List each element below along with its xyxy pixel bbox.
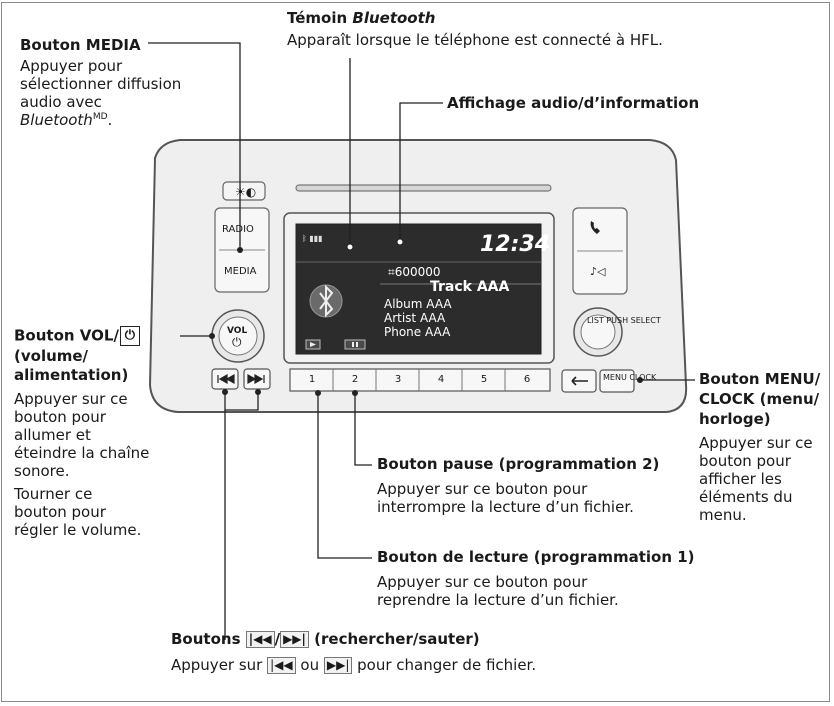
radio-button-label: RADIO <box>222 224 254 235</box>
screen-phone: Phone AAA <box>384 325 451 339</box>
media-period: . <box>107 111 113 129</box>
vol-title-text: Bouton VOL/ <box>14 326 119 345</box>
vol-desc-5: sonore. <box>14 462 70 480</box>
list-select-label: LIST PUSH SELECT <box>587 316 661 325</box>
preset-6: 6 <box>523 374 531 385</box>
seek-desc-forward-icon: ▶▶| <box>323 657 353 674</box>
pause-desc-1: Appuyer sur ce bouton pour <box>377 480 588 498</box>
preset-4: 4 <box>437 374 445 385</box>
brightness-icon: ☀◐ <box>235 185 257 199</box>
menu-clock-desc-1: Appuyer sur ce <box>699 434 813 452</box>
vol-desc-6: Tourner ce <box>14 485 93 503</box>
menu-clock-title-1: Bouton MENU/ <box>699 370 821 388</box>
seek-title-suffix: (rechercher/sauter) <box>314 630 480 648</box>
media-button-title: Bouton MEDIA <box>20 36 141 54</box>
vol-desc-8: régler le volume. <box>14 521 142 539</box>
menu-clock-desc-2: bouton pour <box>699 452 791 470</box>
seek-title-prefix: Boutons <box>171 630 241 648</box>
screen-artist: Artist AAA <box>384 311 446 325</box>
menu-clock-desc-5: menu. <box>699 506 747 524</box>
seek-desc-back-icon: |◀◀ <box>267 657 296 674</box>
screen-track-title: Track AAA <box>430 279 510 295</box>
media-button-label: MEDIA <box>224 266 257 277</box>
vol-desc-2: bouton pour <box>14 408 106 426</box>
seek-forward-icon: ▶▶| <box>280 631 309 648</box>
play-desc-2: reprendre la lecture d’un fichier. <box>377 591 619 609</box>
screen-track-number: ⌗600000 <box>388 265 441 279</box>
bluetooth-indicator-desc: Apparaît lorsque le téléphone est connec… <box>287 31 663 49</box>
preset-1: 1 <box>308 374 316 385</box>
media-button-desc-1: Appuyer pour <box>20 57 123 75</box>
cd-slot <box>295 184 552 192</box>
phone-icon <box>590 221 600 234</box>
menu-clock-desc-4: éléments du <box>699 488 793 506</box>
preset-2: 2 <box>351 374 359 385</box>
vol-power-icon: ⏻ <box>119 326 140 346</box>
screen-clock: 12:34 <box>480 232 551 257</box>
vol-desc-1: Appuyer sur ce <box>14 390 128 408</box>
vol-knob-label: VOL <box>227 326 248 336</box>
seek-slash: / <box>274 630 281 648</box>
brightness-button <box>222 181 266 201</box>
seek-buttons-title: Boutons |◀◀/▶▶| (rechercher/sauter) <box>171 630 480 649</box>
seek-desc-middle: ou <box>300 656 320 674</box>
callout-lines <box>148 42 695 640</box>
audio-display-title: Affichage audio/d’information <box>447 94 700 112</box>
bluetooth-indicator-title: Témoin Bluetooth <box>287 9 435 28</box>
vol-button-title-3: alimentation) <box>14 366 129 384</box>
menu-clock-label: MENU CLOCK <box>603 373 657 382</box>
vol-button-title-1: Bouton VOL/⏻ <box>14 326 140 346</box>
play-button-title: Bouton de lecture (programmation 1) <box>377 548 695 566</box>
menu-clock-title-2: CLOCK (menu/ <box>699 390 820 408</box>
preset-3: 3 <box>394 374 402 385</box>
seek-back-icon: |◀◀ <box>245 631 275 648</box>
media-button-desc-2: sélectionner diffusion <box>20 75 182 93</box>
screen-album: Album AAA <box>384 297 452 311</box>
callout-dots <box>209 238 643 396</box>
screen-status-icons: ᛒ ▮▮▮ <box>302 234 323 243</box>
bluetooth-indicator-title-prefix: Témoin <box>287 9 353 27</box>
menu-clock-desc-3: afficher les <box>699 470 782 488</box>
seek-desc-suffix: pour changer de fichier. <box>357 656 537 674</box>
pause-desc-2: interrompre la lecture d’un fichier. <box>377 498 634 516</box>
menu-clock-title-3: horloge) <box>699 410 771 428</box>
bluetooth-indicator-title-word: Bluetooth <box>352 9 436 27</box>
play-desc-1: Appuyer sur ce bouton pour <box>377 573 588 591</box>
media-button-desc-4: BluetoothMD. <box>20 111 112 130</box>
seek-desc: Appuyer sur |◀◀ ou ▶▶| pour changer de f… <box>171 656 536 675</box>
seek-desc-prefix: Appuyer sur <box>171 656 263 674</box>
power-icon: ⏻ <box>232 335 242 349</box>
vol-desc-7: bouton pour <box>14 503 106 521</box>
media-bluetooth-word: Bluetooth <box>20 111 93 129</box>
voice-icon: ♪◁ <box>590 265 606 278</box>
vol-desc-3: allumer et <box>14 426 91 444</box>
media-md-superscript: MD <box>92 112 108 122</box>
menu-clock-button <box>599 369 635 393</box>
media-button-desc-3: audio avec <box>20 93 102 111</box>
preset-5: 5 <box>480 374 488 385</box>
pause-button-title: Bouton pause (programmation 2) <box>377 455 660 473</box>
preset-bar <box>289 368 551 392</box>
vol-desc-4: éteindre la chaîne <box>14 444 150 462</box>
vol-button-title-2: (volume/ <box>14 347 89 365</box>
